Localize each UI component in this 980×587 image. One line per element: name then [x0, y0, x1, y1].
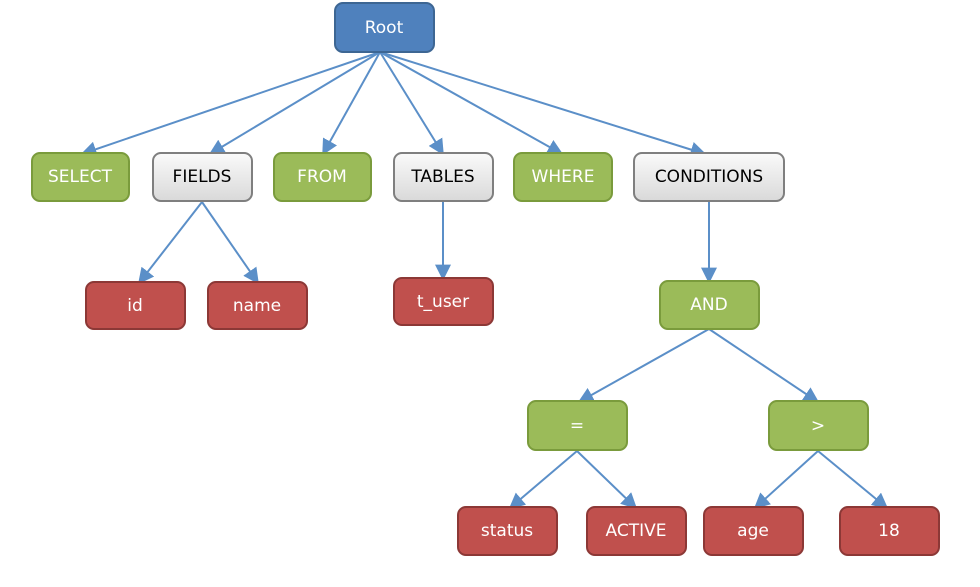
node-name-label: name [233, 296, 281, 316]
node-tables-label: TABLES [410, 167, 474, 187]
node-t-user-label: t_user [417, 292, 469, 312]
node-18: 18 [839, 506, 940, 556]
node-conditions: CONDITIONS [633, 152, 785, 202]
nodes: Root SELECT FIELDS FROM TABLES WHERE CON… [31, 2, 940, 556]
node-age-label: age [737, 521, 769, 541]
edge-fields-id [138, 201, 203, 285]
node-from-label: FROM [297, 167, 347, 187]
node-and: AND [659, 280, 760, 330]
node-select-label: SELECT [48, 167, 113, 187]
edge-gt-18 [817, 450, 889, 510]
node-where: WHERE [513, 152, 613, 202]
node-gt-label: > [811, 416, 825, 436]
node-root-label: Root [365, 18, 404, 38]
node-status-label: status [481, 521, 533, 541]
node-status: status [457, 506, 558, 556]
node-where-label: WHERE [532, 167, 595, 187]
node-t-user: t_user [393, 277, 494, 326]
edge-fields-name [201, 201, 259, 285]
edges [80, 51, 889, 510]
node-name: name [207, 281, 308, 330]
node-gt: > [768, 400, 869, 451]
node-fields-label: FIELDS [173, 167, 232, 187]
edge-root-conditions [379, 51, 707, 158]
node-and-label: AND [690, 295, 727, 315]
edge-root-tables [379, 51, 444, 156]
node-conditions-label: CONDITIONS [655, 167, 763, 187]
node-eq-label: = [570, 416, 584, 436]
edge-root-from [322, 51, 381, 156]
edge-gt-age [753, 450, 819, 510]
node-fields: FIELDS [152, 152, 253, 202]
node-from: FROM [273, 152, 372, 202]
node-tables: TABLES [393, 152, 494, 202]
edge-root-where [379, 51, 564, 155]
edge-eq-active [576, 450, 638, 510]
edge-root-fields [208, 51, 381, 155]
node-18-label: 18 [878, 521, 900, 541]
node-id: id [85, 281, 186, 330]
node-age: age [703, 506, 804, 556]
node-active-label: ACTIVE [606, 521, 667, 541]
edge-and-gt [708, 328, 820, 403]
node-root: Root [334, 2, 435, 53]
node-active: ACTIVE [586, 506, 687, 556]
node-select: SELECT [31, 152, 130, 202]
edge-root-select [80, 51, 381, 157]
edge-and-eq [577, 328, 710, 403]
node-id-label: id [127, 296, 143, 316]
edge-eq-status [508, 450, 578, 510]
node-eq: = [527, 400, 628, 451]
